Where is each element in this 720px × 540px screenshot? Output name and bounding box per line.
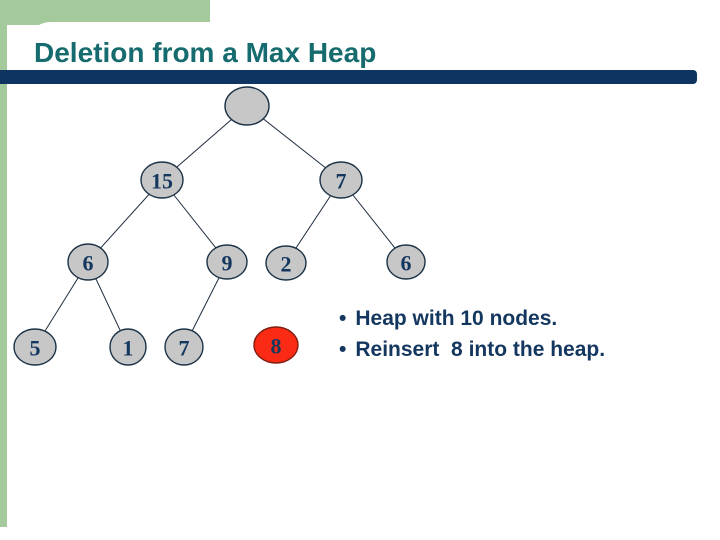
- tree-node-n8-highlighted: [253, 326, 299, 364]
- tree-node-label: 6: [401, 251, 412, 276]
- tree-node-label: 8: [271, 334, 282, 359]
- tree-node-label: 6: [83, 251, 94, 276]
- tree-node-n1: [109, 328, 147, 366]
- tree-node-label: 2: [281, 252, 292, 277]
- tree-node-n5: [13, 328, 57, 366]
- tree-node-label: 7: [336, 169, 347, 194]
- green-accent-block: [0, 0, 210, 25]
- tree-node-n6R: [386, 244, 426, 280]
- bullet-item: • Heap with 10 nodes.: [339, 303, 605, 334]
- bullet-marker: •: [339, 307, 347, 330]
- bullet-item: • Reinsert 8 into the heap.: [339, 334, 605, 365]
- bullet-text: Reinsert 8 into the heap.: [355, 338, 606, 361]
- tree-node-root: [224, 86, 270, 126]
- bullet-marker: •: [339, 338, 347, 361]
- tree-node-label: 7: [179, 336, 190, 361]
- tree-node-label: 5: [30, 336, 41, 361]
- tree-node-label: 1: [123, 336, 134, 361]
- title-underline-bar: [0, 70, 697, 84]
- green-accent-strip: [0, 0, 7, 527]
- tree-node-n7: [319, 161, 363, 199]
- bullet-text: Heap with 10 nodes.: [355, 307, 558, 330]
- slide-title: Deletion from a Max Heap: [34, 37, 377, 68]
- tree-node-n9: [206, 244, 248, 280]
- tree-node-n7b: [164, 328, 204, 366]
- bullet-list: • Heap with 10 nodes. • Reinsert 8 into …: [339, 303, 605, 365]
- content-panel: [25, 22, 720, 540]
- tree-node-label: 15: [151, 169, 173, 194]
- tree-node-n6L: [67, 243, 109, 281]
- tree-node-n2: [265, 245, 307, 281]
- tree-node-label: 9: [222, 251, 233, 276]
- tree-node-n15: [140, 161, 184, 199]
